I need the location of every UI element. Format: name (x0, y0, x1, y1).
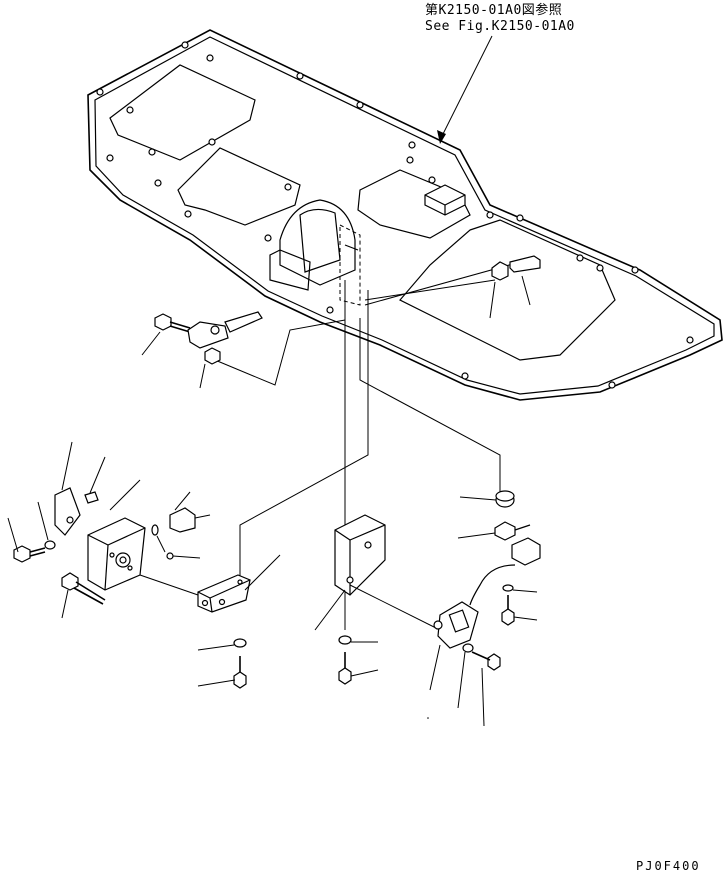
reference-en: See Fig.K2150-01A0 (425, 19, 575, 34)
position-sensor (427, 490, 541, 727)
switch-bracket (139, 554, 281, 689)
cover-window-2 (177, 147, 301, 226)
reference-note: 第K2150-01A0図参照 See Fig.K2150-01A0 (425, 2, 575, 144)
cover-plate-inner-edge (94, 36, 715, 395)
nut-and-fitting (489, 255, 541, 319)
cover-window-4 (399, 219, 616, 361)
cover-window-1 (109, 64, 256, 161)
cover-plate-outline (87, 29, 723, 401)
reference-jp: 第K2150-01A0図参照 (425, 2, 562, 18)
sensor-bracket (314, 514, 441, 685)
valve-block-assembly (7, 441, 211, 619)
reference-arrow-line (439, 35, 493, 141)
cover-window-3 (357, 169, 471, 239)
cover-stopper-block (424, 184, 466, 216)
sensor-housing-on-cover (269, 199, 361, 306)
rod-and-clevis (141, 311, 263, 389)
cover-plate (87, 29, 723, 401)
figure-code: PJ0F400 (636, 859, 701, 873)
cover-bolt-holes (96, 41, 694, 389)
